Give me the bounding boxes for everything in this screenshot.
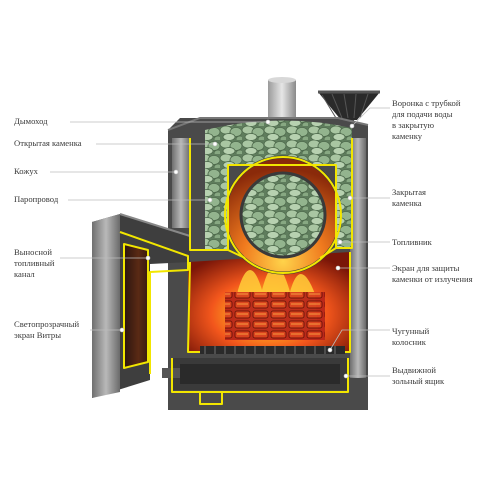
label-water-funnel: Воронка с трубкой для подачи воды в закр… bbox=[392, 98, 461, 141]
label-casing: Кожух bbox=[14, 166, 38, 176]
label-cast-iron-grate: Чугунный колосник bbox=[392, 326, 430, 347]
open-heater-stones bbox=[205, 120, 352, 165]
firebox-chamber bbox=[188, 252, 350, 352]
label-radiation-screen: Экран для защиты каменки от излучения bbox=[392, 263, 473, 284]
label-remote-fuel-channel: Выносной топливный канал bbox=[14, 247, 55, 279]
label-closed-heater: Закрытая каменка bbox=[392, 187, 426, 208]
label-steam-duct: Паропровод bbox=[14, 194, 59, 204]
label-chimney: Дымоход bbox=[14, 116, 48, 126]
remote-fuel-channel bbox=[92, 213, 191, 398]
label-open-heater: Открытая каменка bbox=[14, 138, 82, 148]
ash-drawer bbox=[162, 358, 348, 404]
label-glass-screen: Светопрозрачный экран Витры bbox=[14, 319, 80, 340]
label-firebox: Топливник bbox=[392, 237, 432, 247]
leader-dots bbox=[119, 119, 355, 379]
leader-lines bbox=[50, 107, 390, 377]
label-ash-drawer: Выдвижной зольный ящик bbox=[392, 365, 445, 386]
cast-iron-grate bbox=[200, 346, 345, 354]
